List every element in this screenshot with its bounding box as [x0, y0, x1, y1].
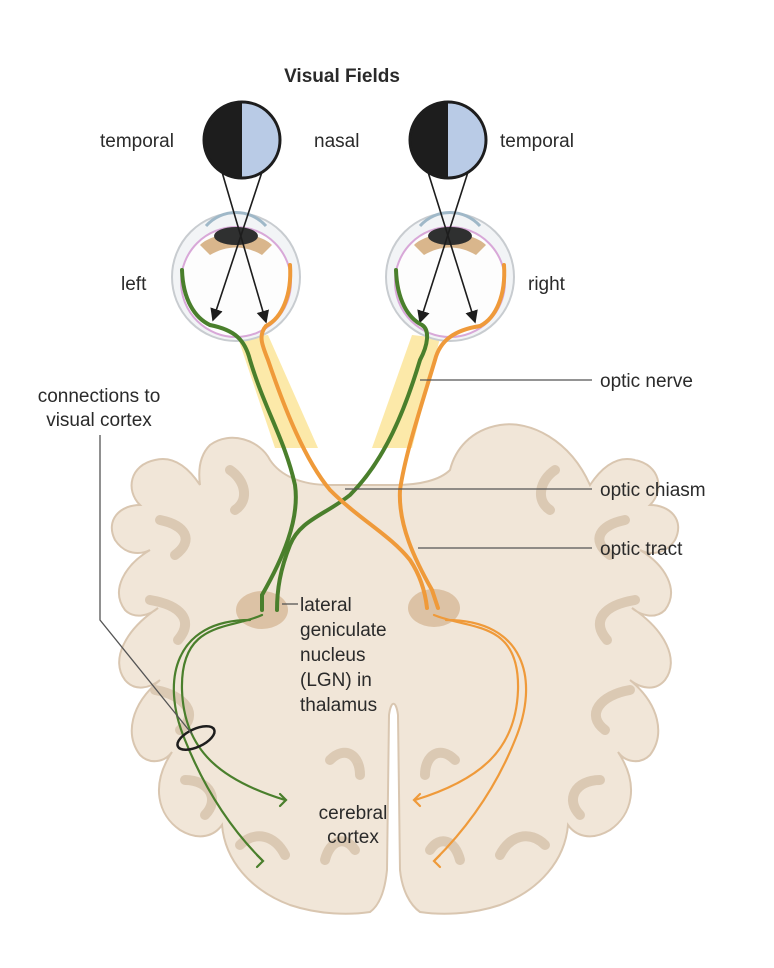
- optic-chiasm-label: optic chiasm: [600, 480, 706, 501]
- right-visual-field: [408, 100, 488, 180]
- temporal-right-label: temporal: [500, 131, 574, 152]
- leader-lines: [99, 379, 592, 735]
- lgn-right-nucleus: [408, 589, 460, 627]
- brain-outline: [110, 423, 680, 915]
- temporal-left-label: temporal: [100, 131, 174, 152]
- svg-text:cerebral: cerebral: [319, 803, 388, 824]
- optic-tract-label: optic tract: [600, 539, 683, 560]
- optic-radiations: [172, 613, 528, 869]
- left-visual-field: [202, 100, 282, 180]
- brain-section: [110, 423, 680, 915]
- cerebral-cortex-label: cerebral cortex: [319, 803, 388, 848]
- optic-nerve-label: optic nerve: [600, 371, 693, 392]
- nasal-label: nasal: [314, 131, 359, 152]
- right-visual-pathway: [259, 324, 482, 610]
- svg-text:geniculate: geniculate: [300, 620, 387, 641]
- retina-arcs: [180, 263, 507, 328]
- connections-label: connections to: [38, 386, 161, 407]
- right-eye-label: right: [528, 274, 566, 295]
- svg-text:nucleus: nucleus: [300, 645, 366, 666]
- left-visual-pathway: [208, 323, 429, 612]
- connections-marker: [176, 725, 216, 751]
- svg-text:lateral: lateral: [300, 595, 352, 616]
- right-eye: [385, 211, 515, 342]
- lgn-label: lateral geniculate nucleus (LGN) in thal…: [300, 595, 387, 716]
- svg-text:(LGN) in: (LGN) in: [300, 670, 372, 691]
- light-rays: [210, 171, 478, 324]
- left-eye: [171, 211, 301, 342]
- connections-label-2: visual cortex: [46, 410, 152, 431]
- left-eye-label: left: [121, 274, 147, 295]
- svg-text:thalamus: thalamus: [300, 695, 377, 716]
- svg-text:cortex: cortex: [327, 827, 379, 848]
- diagram-title: Visual Fields: [284, 66, 400, 87]
